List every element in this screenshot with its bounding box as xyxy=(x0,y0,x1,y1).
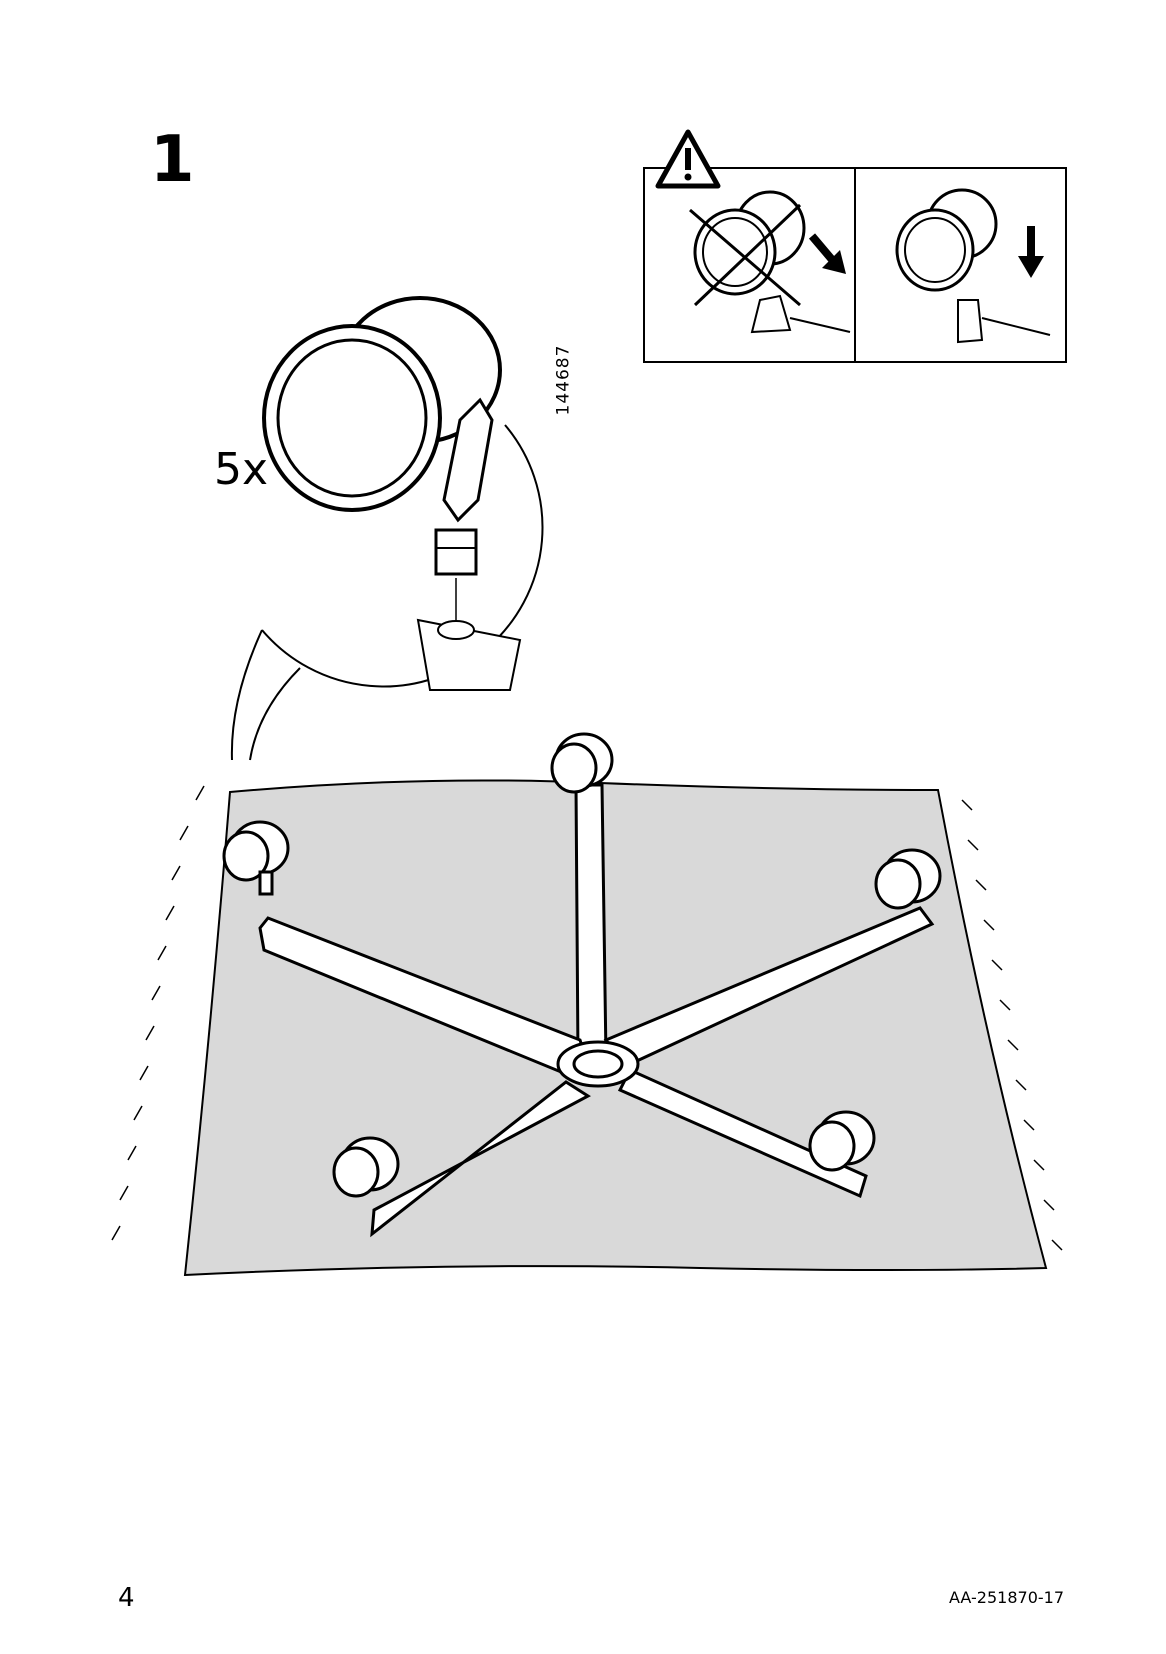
wheel-left xyxy=(222,820,290,896)
chair-star-base xyxy=(222,732,942,1238)
tilt-arrow-icon xyxy=(808,233,846,274)
warning-triangle-icon xyxy=(655,129,721,189)
wheel-bottom-left xyxy=(332,1136,400,1198)
quantity-label: 5x xyxy=(214,444,269,495)
document-code: AA-251870-17 xyxy=(949,1588,1064,1607)
incorrect-wheel-illustration xyxy=(689,190,851,334)
wheel-top xyxy=(550,732,614,794)
detail-callout xyxy=(230,296,544,761)
part-number-label: 144687 xyxy=(553,344,574,416)
page-number: 4 xyxy=(118,1583,135,1613)
rug-fringe xyxy=(111,785,1063,1251)
wheel-right xyxy=(874,848,942,910)
step-number: 1 xyxy=(150,123,195,197)
down-arrow-icon xyxy=(1018,226,1044,278)
warning-panel xyxy=(643,129,1067,363)
correct-wheel-illustration xyxy=(895,188,1051,344)
wheel-bottom-right xyxy=(808,1110,876,1172)
caster-wheel-detail xyxy=(262,296,522,691)
